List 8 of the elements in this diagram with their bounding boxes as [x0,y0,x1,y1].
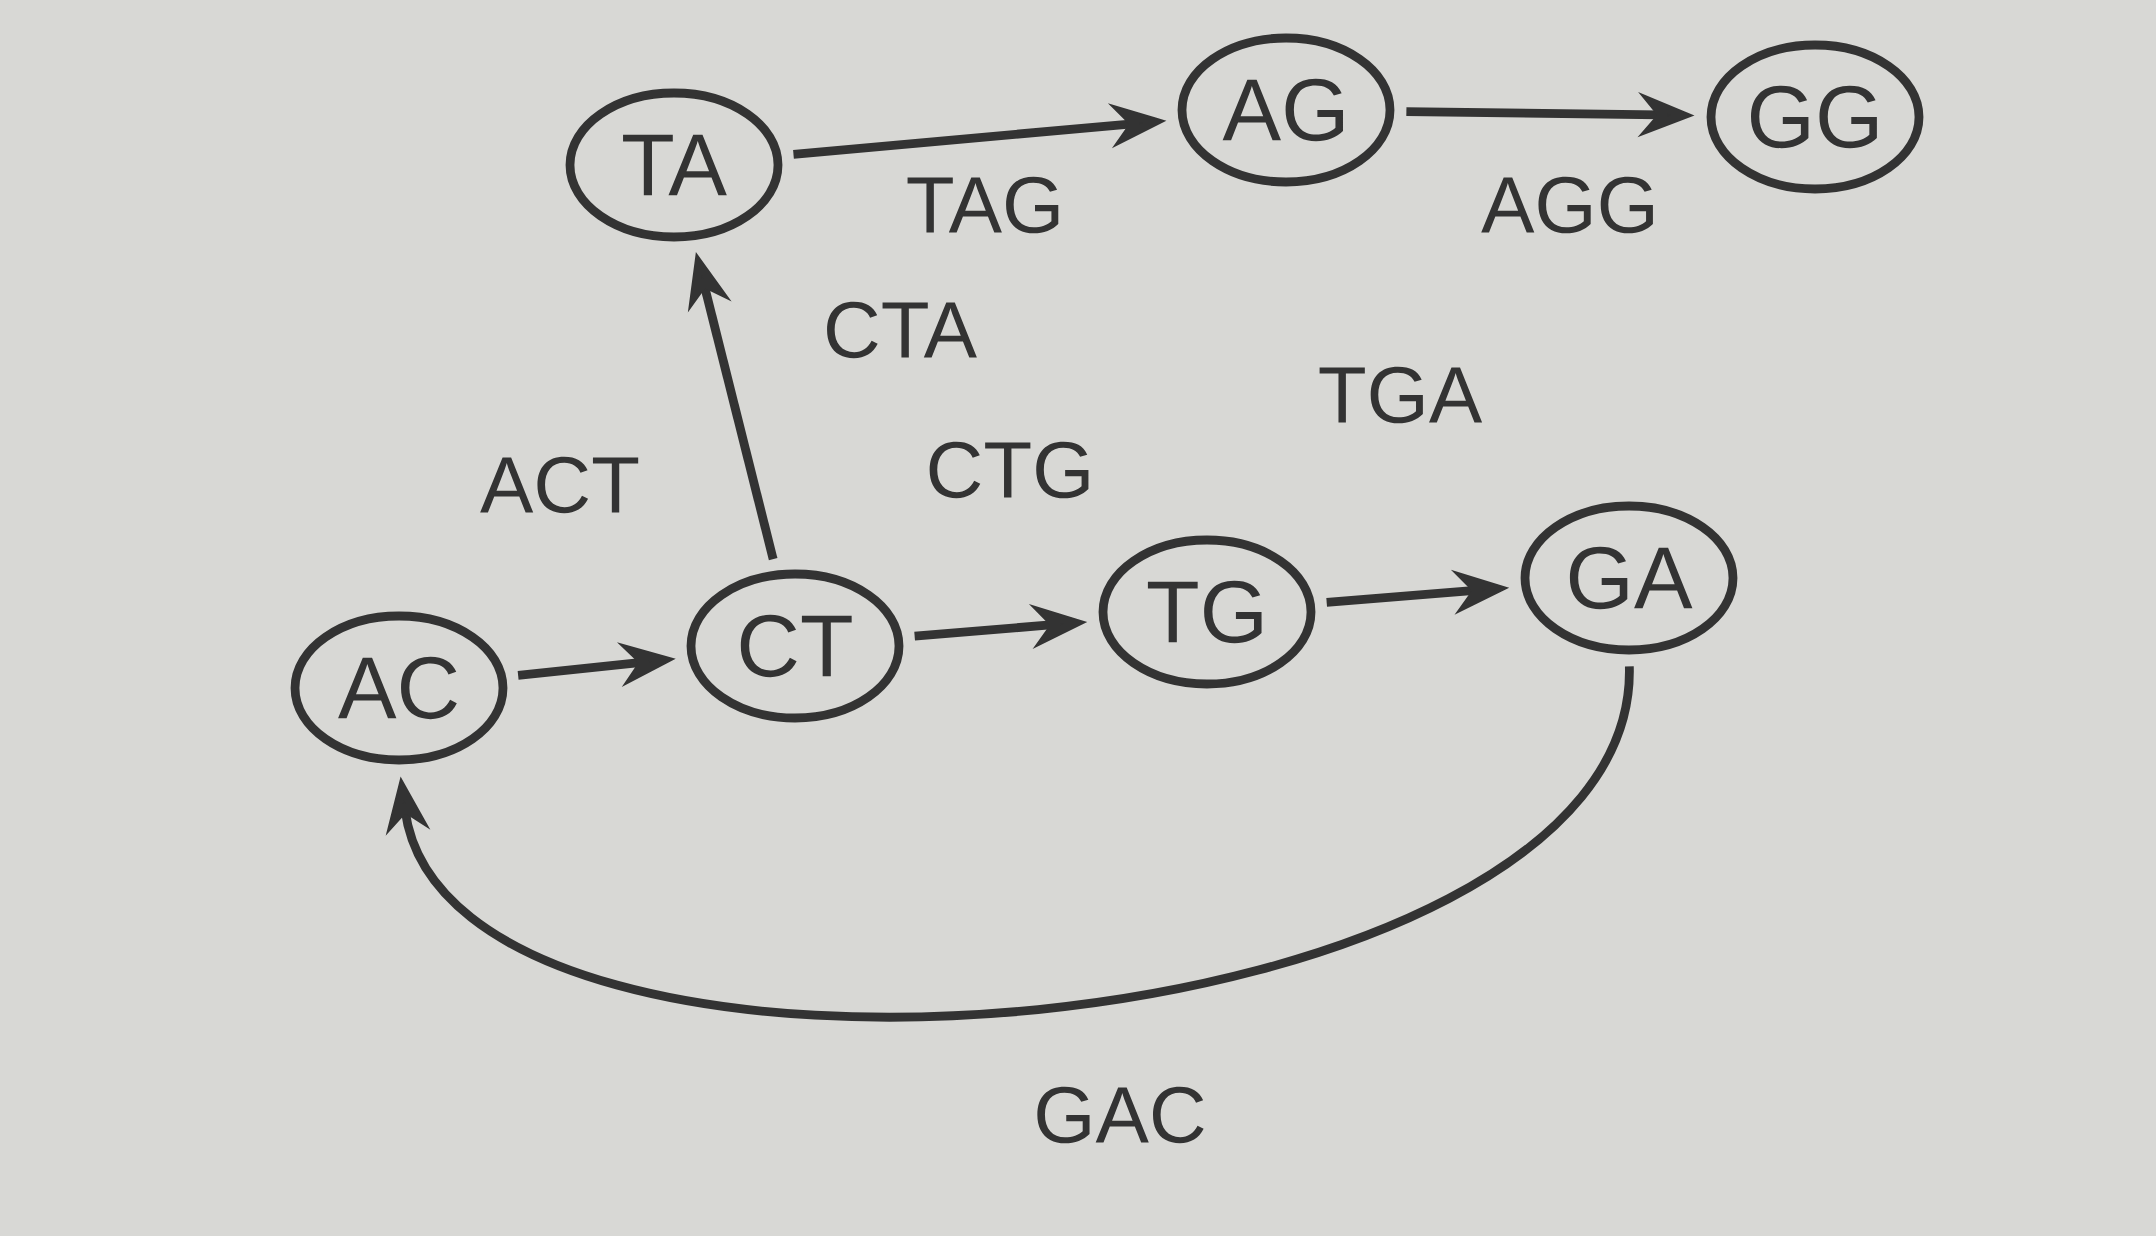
edge-label: CTG [929,441,1089,499]
edge-label: TAG [907,176,1059,234]
edge-label: CTA [827,301,977,359]
edge-label: TGA [1319,366,1483,424]
edge-label: GAC [1037,1086,1204,1144]
edge-label: ACT [480,456,639,514]
arrow [385,665,1634,1022]
edge-label: AGG [1481,176,1653,234]
